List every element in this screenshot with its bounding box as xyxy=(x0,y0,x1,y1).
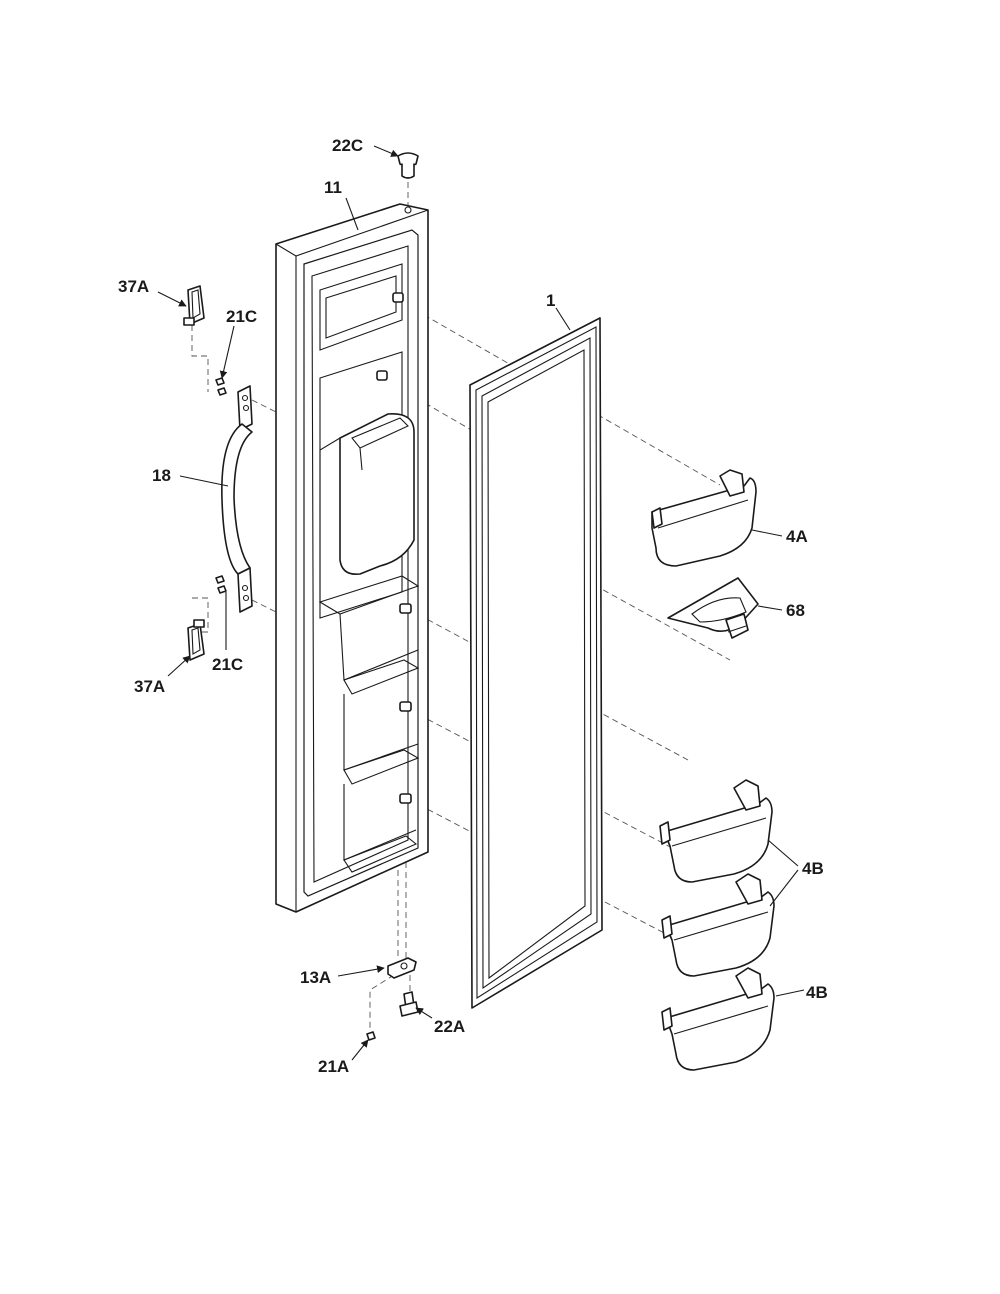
label-13A: 13A xyxy=(300,968,331,987)
ice-chute-funnel xyxy=(667,577,759,639)
label-4B-single: 4B xyxy=(806,983,828,1002)
label-11: 11 xyxy=(324,178,342,197)
label-4A: 4A xyxy=(786,527,808,546)
bottom-hinge-pin xyxy=(399,991,419,1017)
door-handle xyxy=(221,385,253,613)
door-gasket xyxy=(469,317,603,1009)
bottom-hinge-screw xyxy=(366,1031,376,1041)
handle-screws-top xyxy=(215,377,227,396)
label-18: 18 xyxy=(152,466,171,485)
label-22A: 22A xyxy=(434,1017,465,1036)
top-hinge-pin xyxy=(397,152,419,179)
label-21C-top: 21C xyxy=(226,307,257,326)
callout-labels: 22C 11 37A 21C 1 18 4A 68 21C 37A 4B 13A… xyxy=(118,136,828,1076)
door-bin-4b-1 xyxy=(659,779,773,883)
door-bin-4b-2 xyxy=(661,873,775,977)
label-21A: 21A xyxy=(318,1057,349,1076)
label-68: 68 xyxy=(786,601,805,620)
leader-lines xyxy=(157,145,805,1061)
label-37A-bottom: 37A xyxy=(134,677,165,696)
label-22C: 22C xyxy=(332,136,363,155)
alignment-lines xyxy=(191,182,731,1030)
label-37A-top: 37A xyxy=(118,277,149,296)
door-bin-upper xyxy=(651,469,757,567)
handle-screws-bottom xyxy=(215,575,227,594)
label-1: 1 xyxy=(546,291,555,310)
handle-trim-cap-top xyxy=(183,285,205,326)
bottom-hinge-bracket xyxy=(387,957,417,979)
handle-trim-cap-bottom xyxy=(187,619,205,661)
door-bin-4b-3 xyxy=(661,967,775,1071)
label-21C-bottom: 21C xyxy=(212,655,243,674)
label-4B-pair: 4B xyxy=(802,859,824,878)
door-outer-panel xyxy=(275,203,429,913)
